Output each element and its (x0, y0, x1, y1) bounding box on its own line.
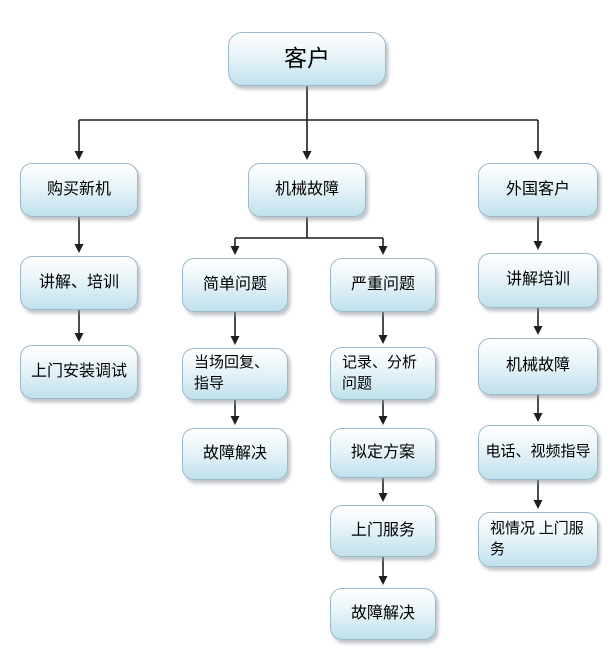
node-make-plan: 拟定方案 (330, 428, 436, 478)
edge-customer-rail (79, 86, 538, 121)
node-onsite-service: 上门服务 (330, 505, 436, 557)
node-phone-video-guidance: 电话、视频指导 (478, 425, 598, 480)
node-serious-problem: 严重问题 (330, 258, 436, 312)
node-fault-solved-simple: 故障解决 (182, 428, 288, 480)
node-mechanical-fault: 机械故障 (248, 163, 366, 217)
node-situational-onsite-service: 视情况 上门服务 (478, 512, 598, 567)
node-simple-problem: 简单问题 (182, 258, 288, 312)
edge-mech-fault-rail (235, 217, 383, 239)
node-customer: 客户 (228, 32, 386, 86)
node-buy-new-machine: 购买新机 (20, 163, 138, 217)
node-explain-training: 讲解、培训 (20, 256, 138, 310)
node-explain-training-foreign: 讲解培训 (478, 253, 598, 308)
node-fault-solved-serious: 故障解决 (330, 588, 436, 640)
node-onspot-reply-guidance: 当场回复、指导 (182, 348, 288, 400)
node-onsite-install-debug: 上门安装调试 (20, 345, 138, 399)
node-foreign-customer: 外国客户 (478, 163, 598, 217)
node-mechanical-fault-foreign: 机械故障 (478, 338, 598, 395)
node-record-analyze-problem: 记录、分析问题 (330, 347, 436, 400)
